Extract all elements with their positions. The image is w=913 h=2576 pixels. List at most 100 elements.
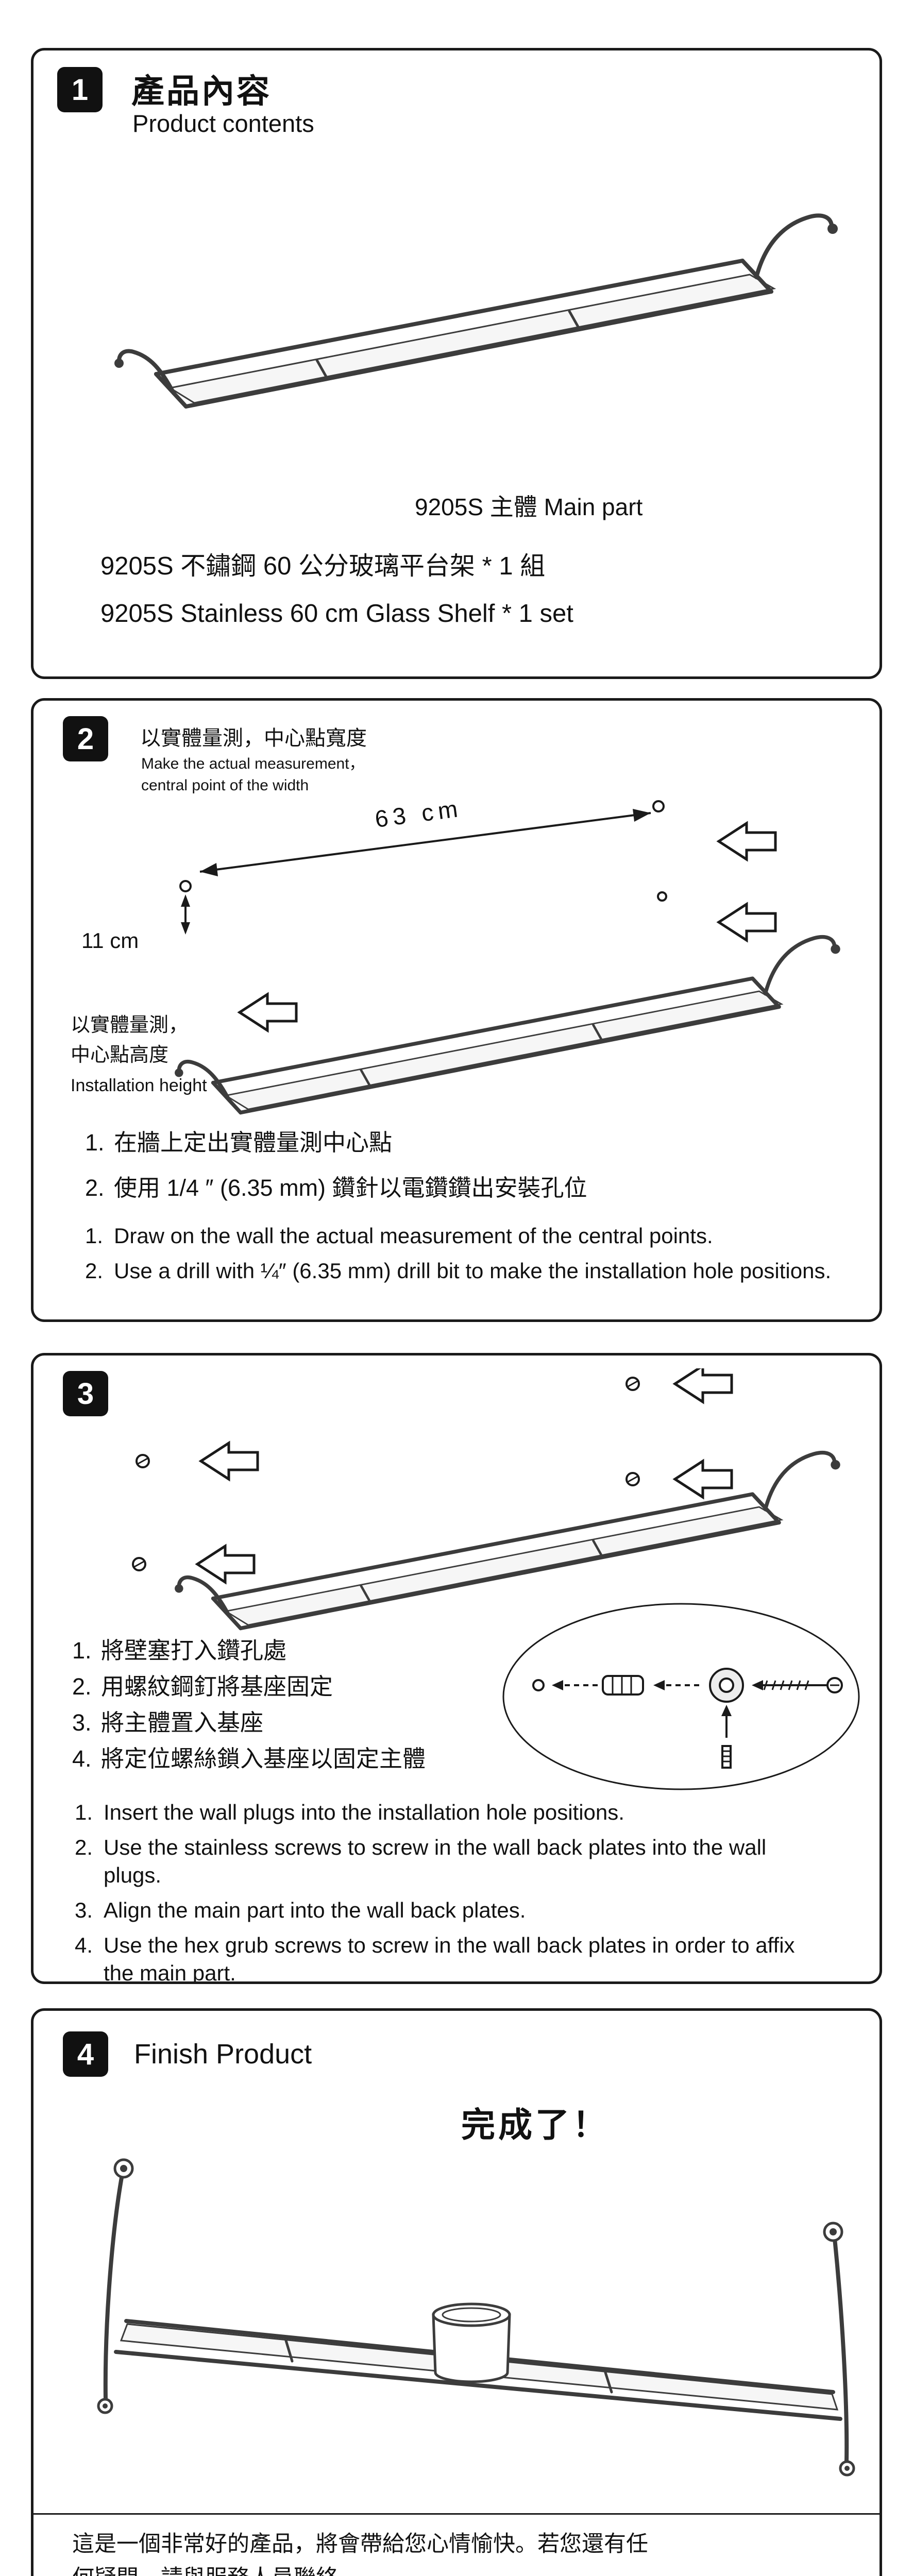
finished-product-drawing bbox=[97, 2158, 855, 2477]
step-text: 將定位螺絲鎖入基座以固定主體 bbox=[101, 1745, 426, 1772]
measurement-diagram: 63 cm 11 cm bbox=[71, 794, 840, 1115]
section-3-installation: 3 bbox=[31, 1353, 882, 1984]
step-3-badge: 3 bbox=[63, 1371, 108, 1416]
drill-hole-icon bbox=[652, 800, 665, 812]
step-number: 2. bbox=[85, 1259, 104, 1283]
step-text: 在牆上定出實體量測中心點 bbox=[114, 1129, 393, 1156]
height-note-zh-line2: 中心點高度 bbox=[71, 1044, 168, 1066]
width-note-en-line2: central point of the width bbox=[141, 777, 309, 794]
step-text: 使用 1/4 ″ (6.35 mm) 鑽針以電鑽鑽出安裝孔位 bbox=[114, 1175, 587, 1201]
step-number: 1. bbox=[85, 1224, 104, 1248]
step-item: 1. Draw on the wall the actual measureme… bbox=[85, 1222, 831, 1250]
step-item: 3. Align the main part into the wall bac… bbox=[75, 1896, 825, 1924]
step-text: Draw on the wall the actual measurement … bbox=[114, 1224, 713, 1248]
width-dimension-label: 63 cm bbox=[374, 794, 464, 832]
width-dimension-arrow bbox=[199, 809, 651, 876]
direction-arrow-icon bbox=[672, 1368, 733, 1404]
main-part-label: 9205S 主體 Main part bbox=[415, 494, 643, 520]
wall-plug-part-icon bbox=[602, 1675, 644, 1696]
step-item: 3. 將主體置入基座 bbox=[72, 1708, 426, 1737]
width-note-zh: 以實體量測，中心點寬度 bbox=[140, 727, 367, 750]
footer-zh: 這是一個非常好的產品，將會帶給您心情愉快。若您還有任 何疑問，請與服務人員聯絡。 bbox=[72, 2527, 648, 2576]
grub-screw-icon bbox=[721, 1705, 732, 1769]
step-4-badge: 4 bbox=[63, 2031, 108, 2077]
step-text: Use the hex grub screws to screw in the … bbox=[104, 1933, 795, 1984]
step-number: 2. bbox=[75, 1835, 93, 1859]
section-2-measurement: 2 以實體量測，中心點寬度 Make the actual measuremen… bbox=[31, 698, 882, 1322]
section-4-finish: 4 Finish Product 完成了！ bbox=[31, 2008, 882, 2576]
step-item: 1. Insert the wall plugs into the instal… bbox=[75, 1799, 825, 1826]
step-text: Align the main part into the wall back p… bbox=[104, 1898, 526, 1922]
width-note-en-line1: Make the actual measurement， bbox=[141, 755, 365, 772]
drill-hole-icon bbox=[532, 1679, 545, 1691]
step-item: 4. 將定位螺絲鎖入基座以固定主體 bbox=[72, 1744, 426, 1773]
step-number: 3. bbox=[72, 1709, 92, 1736]
base-cylinder-icon bbox=[709, 1668, 744, 1703]
step-number: 3. bbox=[75, 1898, 93, 1922]
section-4-title-en: Finish Product bbox=[134, 2039, 312, 2070]
step-1-number: 1 bbox=[71, 73, 89, 107]
section-3-steps-en: 1. Insert the wall plugs into the instal… bbox=[75, 1799, 825, 1984]
step-number: 1. bbox=[85, 1129, 105, 1156]
direction-arrow-icon bbox=[672, 1459, 733, 1500]
contents-line-zh: 9205S 不鏽鋼 60 公分玻璃平台架 * 1 組 bbox=[100, 552, 546, 580]
done-text: 完成了！ bbox=[461, 2106, 610, 2144]
step-text: Use a drill with ¼″ (6.35 mm) drill bit … bbox=[114, 1259, 832, 1283]
step-1-badge: 1 bbox=[57, 67, 103, 112]
assembly-arrow-icon bbox=[552, 1680, 598, 1690]
section-1-product-contents: 1 產品內容 Product contents 9205S 主體 Main pa… bbox=[31, 48, 882, 679]
step-number: 2. bbox=[72, 1673, 92, 1700]
step-2-badge: 2 bbox=[63, 716, 108, 761]
section-2-steps-en: 1. Draw on the wall the actual measureme… bbox=[85, 1222, 831, 1292]
step-item: 2. Use the stainless screws to screw in … bbox=[75, 1834, 825, 1889]
height-note-zh-line1: 以實體量測， bbox=[71, 1014, 188, 1036]
main-part-drawing bbox=[114, 213, 838, 409]
footer-divider bbox=[33, 2513, 880, 2515]
height-note-en: Installation height bbox=[71, 1076, 207, 1095]
direction-arrow-icon bbox=[195, 1544, 256, 1585]
direction-arrow-icon bbox=[716, 902, 777, 943]
step-number: 1. bbox=[72, 1637, 92, 1664]
step-item: 1. 將壁塞打入鑽孔處 bbox=[72, 1636, 426, 1665]
cup-icon bbox=[432, 2302, 511, 2383]
footer-zh-line1: 這是一個非常好的產品，將會帶給您心情愉快。若您還有任 bbox=[72, 2532, 648, 2556]
drill-hole-icon bbox=[657, 891, 667, 902]
direction-arrow-icon bbox=[716, 821, 777, 862]
wall-plug-icon bbox=[625, 1377, 640, 1391]
step-item: 2. 使用 1/4 ″ (6.35 mm) 鑽針以電鑽鑽出安裝孔位 bbox=[85, 1174, 587, 1202]
shelf-drawing bbox=[114, 213, 838, 409]
step-text: 將壁塞打入鑽孔處 bbox=[101, 1637, 287, 1664]
direction-arrow-icon bbox=[198, 1440, 259, 1482]
wall-plug-icon bbox=[136, 1454, 150, 1468]
height-dimension-arrow bbox=[181, 894, 190, 935]
shelf-drawing bbox=[175, 1450, 840, 1631]
wall-mount-right bbox=[823, 2222, 855, 2477]
wall-plug-icon bbox=[625, 1472, 640, 1486]
section-1-title-zh: 產品內容 bbox=[131, 73, 272, 110]
height-dimension-label: 11 cm bbox=[81, 928, 139, 953]
step-4-number: 4 bbox=[77, 2037, 94, 2071]
screw-icon bbox=[752, 1677, 843, 1693]
step-text: 用螺紋鋼釘將基座固定 bbox=[101, 1673, 333, 1700]
step-text: Insert the wall plugs into the installat… bbox=[104, 1800, 624, 1824]
step-number: 4. bbox=[72, 1745, 92, 1772]
step-3-number: 3 bbox=[77, 1377, 94, 1411]
step-text: 將主體置入基座 bbox=[101, 1709, 264, 1736]
assembly-arrow-icon bbox=[653, 1680, 699, 1690]
footer-zh-line2: 何疑問，請與服務人員聯絡。 bbox=[72, 2561, 648, 2576]
step-2-number: 2 bbox=[77, 722, 94, 756]
step-item: 1. 在牆上定出實體量測中心點 bbox=[85, 1128, 587, 1157]
step-text: Use the stainless screws to screw in the… bbox=[104, 1835, 767, 1887]
section-2-steps-zh: 1. 在牆上定出實體量測中心點 2. 使用 1/4 ″ (6.35 mm) 鑽針… bbox=[85, 1128, 587, 1219]
step-number: 2. bbox=[85, 1175, 105, 1201]
detail-callout bbox=[502, 1603, 860, 1790]
wall-plug-icon bbox=[132, 1557, 146, 1571]
width-note-en: Make the actual measurement， central poi… bbox=[141, 753, 365, 796]
step-item: 4. Use the hex grub screws to screw in t… bbox=[75, 1931, 825, 1984]
section-1-title-en: Product contents bbox=[132, 110, 314, 137]
mounting-diagram bbox=[132, 1368, 840, 1631]
drill-hole-icon bbox=[179, 880, 192, 892]
step-item: 2. 用螺紋鋼釘將基座固定 bbox=[72, 1672, 426, 1701]
contents-list: 9205S 不鏽鋼 60 公分玻璃平台架 * 1 組 9205S Stainle… bbox=[100, 543, 573, 637]
contents-line-en: 9205S Stainless 60 cm Glass Shelf * 1 se… bbox=[100, 600, 573, 628]
